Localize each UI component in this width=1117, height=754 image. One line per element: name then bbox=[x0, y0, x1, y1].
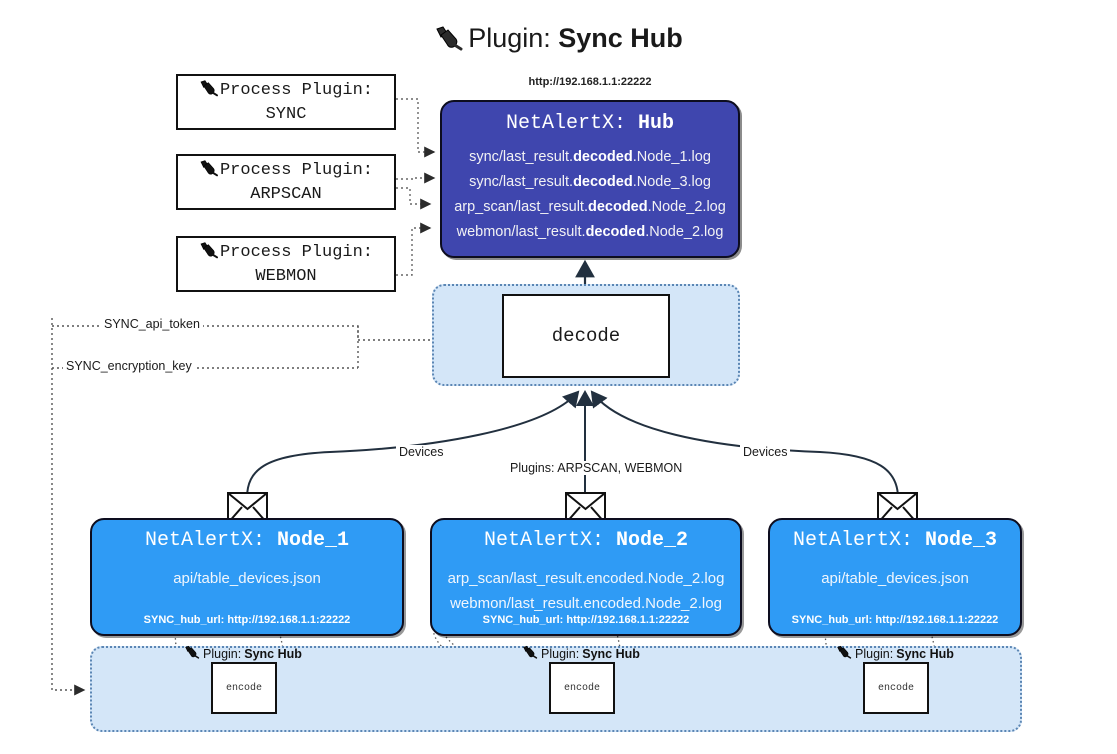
edge-label-plugins-center: Plugins: ARPSCAN, WEBMON bbox=[507, 461, 686, 475]
encoder-plugin-label-text: Plugin: bbox=[203, 646, 242, 661]
plug-icon bbox=[836, 645, 852, 662]
encoder-plugin-label-1: Plugin: Sync Hub bbox=[184, 645, 302, 662]
sync-api-token-label: SYNC_api_token bbox=[101, 317, 203, 331]
process-plugin-box-webmon[interactable]: Process Plugin: WEBMON bbox=[176, 236, 396, 292]
encoder-plugin-name: Sync Hub bbox=[582, 646, 640, 661]
hub-log-post: .Node_3.log bbox=[632, 174, 711, 190]
hub-log-post: .Node_2.log bbox=[645, 224, 724, 240]
node-hub-url: SYNC_hub_url: http://192.168.1.1:22222 bbox=[482, 614, 690, 626]
encoder-plugin-name: Sync Hub bbox=[244, 646, 302, 661]
node-title-prefix: NetAlertX: bbox=[483, 529, 604, 552]
node-title: NetAlertX: Node_1 bbox=[92, 529, 402, 552]
process-plugin-name: WEBMON bbox=[255, 266, 317, 286]
hub-title-prefix: NetAlertX: bbox=[505, 112, 626, 135]
plug-icon bbox=[522, 645, 538, 662]
node-line: webmon/last_result.encoded.Node_2.log bbox=[450, 595, 722, 612]
encode-box-3[interactable]: encode bbox=[863, 662, 929, 714]
node-title-prefix: NetAlertX: bbox=[144, 529, 265, 552]
plug-icon bbox=[434, 20, 464, 64]
process-plugin-name: SYNC bbox=[265, 104, 307, 124]
node-line-list: arp_scan/last_result.encoded.Node_2.log … bbox=[432, 566, 740, 616]
encode-box-1[interactable]: encode bbox=[211, 662, 277, 714]
edge-label-devices-left: Devices bbox=[396, 445, 447, 459]
hub-title-name: Hub bbox=[638, 112, 675, 135]
hub-log-mid: decoded bbox=[573, 149, 633, 165]
hub-log-mid: decoded bbox=[585, 224, 646, 240]
plug-icon bbox=[199, 79, 219, 104]
hub-title: NetAlertX: Hub bbox=[442, 112, 738, 135]
plug-icon bbox=[199, 241, 219, 266]
process-plugin-name: ARPSCAN bbox=[250, 184, 322, 204]
edge-label-devices-right: Devices bbox=[740, 445, 791, 459]
process-plugin-label: Process Plugin: bbox=[219, 243, 374, 262]
process-plugin-box-arpscan[interactable]: Process Plugin: ARPSCAN bbox=[176, 154, 396, 210]
hub-log-line: arp_scan/last_result.decoded.Node_2.log bbox=[442, 195, 738, 220]
hub-log-post: .Node_2.log bbox=[647, 199, 726, 215]
encode-box-2[interactable]: encode bbox=[549, 662, 615, 714]
hub-log-line: sync/last_result.decoded.Node_3.log bbox=[442, 170, 738, 195]
node-title-name: Node_2 bbox=[616, 529, 689, 552]
process-plugin-label: Process Plugin: bbox=[219, 161, 374, 180]
node-title-name: Node_1 bbox=[277, 529, 350, 552]
encoder-plugin-name: Sync Hub bbox=[896, 646, 954, 661]
page-title-value: Sync Hub bbox=[558, 23, 683, 53]
node-title-prefix: NetAlertX: bbox=[792, 529, 913, 552]
hub-url-label: http://192.168.1.1:22222 bbox=[528, 76, 652, 88]
encoder-plugin-label-text: Plugin: bbox=[855, 646, 894, 661]
node-line: api/table_devices.json bbox=[821, 570, 969, 587]
page-title: Plugin: Sync Hub bbox=[0, 16, 1117, 64]
node-title-name: Node_3 bbox=[925, 529, 998, 552]
node-hub-url: SYNC_hub_url: http://192.168.1.1:22222 bbox=[143, 614, 351, 626]
hub-log-line: webmon/last_result.decoded.Node_2.log bbox=[442, 220, 738, 245]
node-line-list: api/table_devices.json bbox=[770, 566, 1020, 591]
hub-log-list: sync/last_result.decoded.Node_1.log sync… bbox=[442, 145, 738, 245]
hub-log-mid: decoded bbox=[573, 174, 633, 190]
plug-icon bbox=[199, 159, 219, 184]
node-title: NetAlertX: Node_2 bbox=[432, 529, 740, 552]
plug-icon bbox=[184, 645, 200, 662]
decode-box[interactable]: decode bbox=[502, 294, 670, 378]
process-plugin-box-sync[interactable]: Process Plugin: SYNC bbox=[176, 74, 396, 130]
node-line: api/table_devices.json bbox=[173, 570, 321, 587]
hub-log-pre: arp_scan/last_result. bbox=[454, 199, 588, 215]
hub-log-pre: sync/last_result. bbox=[469, 174, 574, 190]
node-line: arp_scan/last_result.encoded.Node_2.log bbox=[447, 570, 725, 587]
hub-log-pre: webmon/last_result. bbox=[456, 224, 586, 240]
hub-log-line: sync/last_result.decoded.Node_1.log bbox=[442, 145, 738, 170]
encoder-plugin-label-text: Plugin: bbox=[541, 646, 580, 661]
node-box-node-1[interactable]: NetAlertX: Node_1 api/table_devices.json… bbox=[90, 518, 404, 636]
hub-log-post: .Node_1.log bbox=[632, 149, 711, 165]
hub-node-box[interactable]: NetAlertX: Hub sync/last_result.decoded.… bbox=[440, 100, 740, 258]
node-title: NetAlertX: Node_3 bbox=[770, 529, 1020, 552]
encoder-plugin-label-2: Plugin: Sync Hub bbox=[522, 645, 640, 662]
page-title-label: Plugin: bbox=[468, 23, 551, 53]
encoder-plugin-label-3: Plugin: Sync Hub bbox=[836, 645, 954, 662]
process-plugin-label: Process Plugin: bbox=[219, 81, 374, 100]
node-line-list: api/table_devices.json bbox=[92, 566, 402, 591]
hub-log-mid: decoded bbox=[587, 199, 648, 215]
node-box-node-2[interactable]: NetAlertX: Node_2 arp_scan/last_result.e… bbox=[430, 518, 742, 636]
node-hub-url: SYNC_hub_url: http://192.168.1.1:22222 bbox=[791, 614, 999, 626]
sync-encryption-key-label: SYNC_encryption_key bbox=[63, 359, 195, 373]
hub-log-pre: sync/last_result. bbox=[469, 149, 574, 165]
node-box-node-3[interactable]: NetAlertX: Node_3 api/table_devices.json… bbox=[768, 518, 1022, 636]
